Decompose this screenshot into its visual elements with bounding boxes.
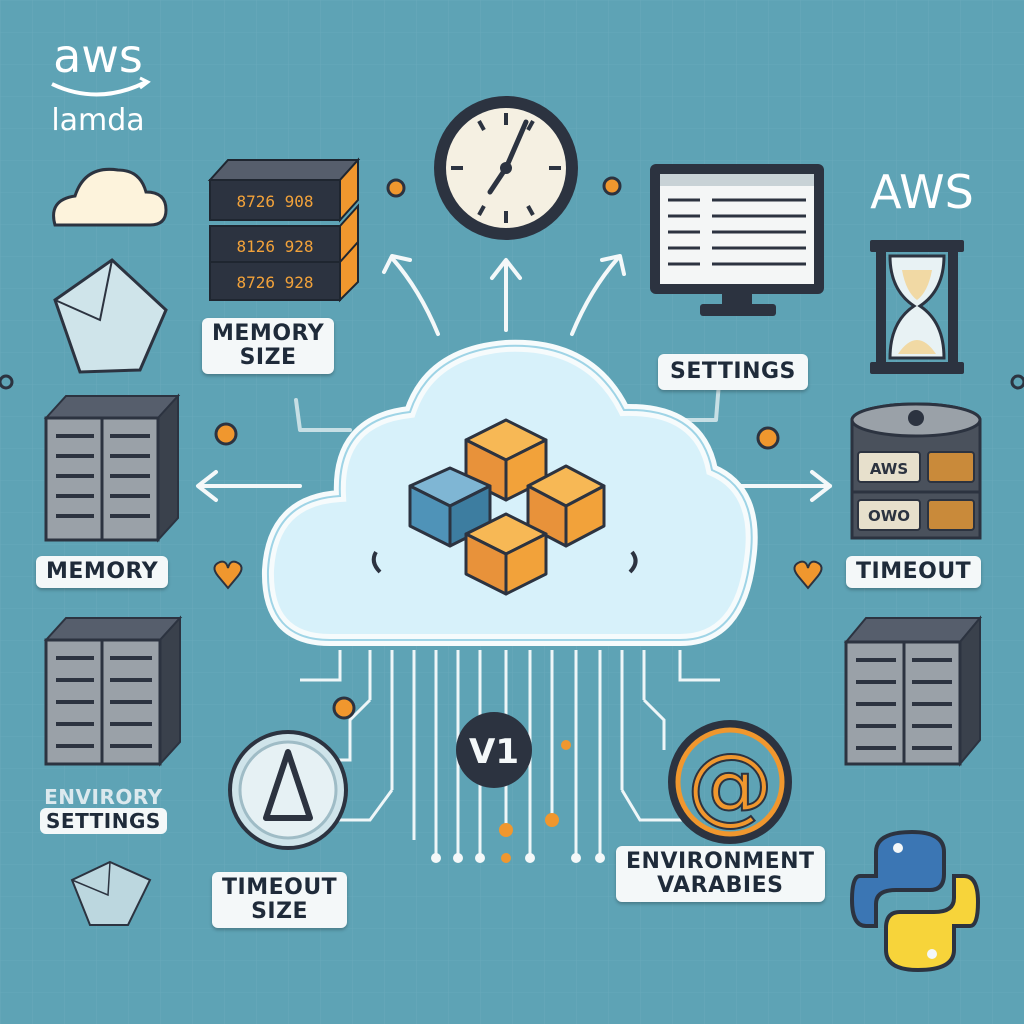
timeout-size-label-line1: TIMEOUT [222, 875, 338, 900]
aws-right-logo-text: AWS [870, 165, 974, 219]
small-gem-icon [70, 860, 152, 926]
memory-size-label-line1: MEMORY [212, 321, 325, 346]
memory-size-label-line2: SIZE [239, 345, 297, 371]
aws-disk-stack-icon: AWS OWO [850, 402, 982, 540]
timeout-label: TIMEOUT [846, 556, 982, 589]
connector-arrows [196, 254, 832, 502]
at-symbol-text: @ [687, 735, 773, 835]
server-row-3-text: 8726 928 [236, 273, 313, 292]
disk-aws-text: AWS [870, 460, 908, 478]
settings-monitor-icon [650, 164, 824, 316]
timeout-size-label: TIMEOUT SIZE [212, 872, 348, 929]
arrow-up-right [570, 256, 620, 336]
environment-settings-label: ENVIRORY SETTINGS [32, 784, 175, 836]
small-cloud-icon [52, 167, 168, 227]
disk-owo-text: OWO [868, 507, 910, 525]
memory-size-label: MEMORY SIZE [202, 318, 335, 375]
aws-lambda-logo: aws lamda [51, 29, 151, 138]
environment-variables-label-line2: VARABIES [657, 873, 784, 899]
heart-icon-right [793, 560, 823, 590]
blue-cube [408, 466, 492, 548]
version-badge-text: V1 [469, 732, 519, 772]
circuit-nodes [431, 740, 605, 863]
lambda-cubes-icon [408, 418, 606, 596]
hourglass-icon [870, 240, 964, 374]
timeout-label-text: TIMEOUT [856, 559, 972, 584]
environment-variables-label-line1: ENVIRONMENT [626, 849, 815, 874]
memory-rack-server-icon [43, 393, 181, 543]
orange-cube-right [526, 464, 606, 548]
memory-label: MEMORY [36, 556, 169, 589]
environment-settings-label-line2: SETTINGS [40, 808, 167, 834]
heart-icon-left [213, 560, 243, 590]
environment-settings-label-line1: ENVIRORY [44, 785, 163, 809]
memory-label-text: MEMORY [46, 559, 159, 584]
server-row-1-text: 8726 908 [236, 192, 313, 211]
aws-smile-icon [51, 80, 147, 97]
decorative-dots [0, 176, 1024, 720]
orange-cube-bottom [464, 512, 548, 596]
at-symbol-icon: @ [668, 720, 792, 844]
python-logo-icon [849, 829, 981, 973]
right-rack-server-icon [843, 615, 983, 767]
environment-variables-label: ENVIRONMENT VARABIES [616, 846, 825, 903]
delta-icon [228, 730, 348, 850]
settings-label-text: SETTINGS [670, 359, 796, 384]
aws-logo-text: aws [53, 29, 143, 83]
environment-rack-server-icon [43, 615, 183, 767]
version-badge: V1 [456, 712, 532, 788]
lambda-text: lamda [51, 103, 144, 138]
memory-server-stack-icon: 8726 908 8126 928 8726 928 [207, 157, 361, 303]
clock-icon [434, 96, 578, 240]
settings-label: SETTINGS [658, 354, 808, 391]
arrow-up-left [390, 256, 440, 336]
server-row-2-text: 8126 928 [236, 237, 313, 256]
timeout-size-label-line2: SIZE [251, 899, 309, 925]
gem-icon [53, 258, 168, 374]
